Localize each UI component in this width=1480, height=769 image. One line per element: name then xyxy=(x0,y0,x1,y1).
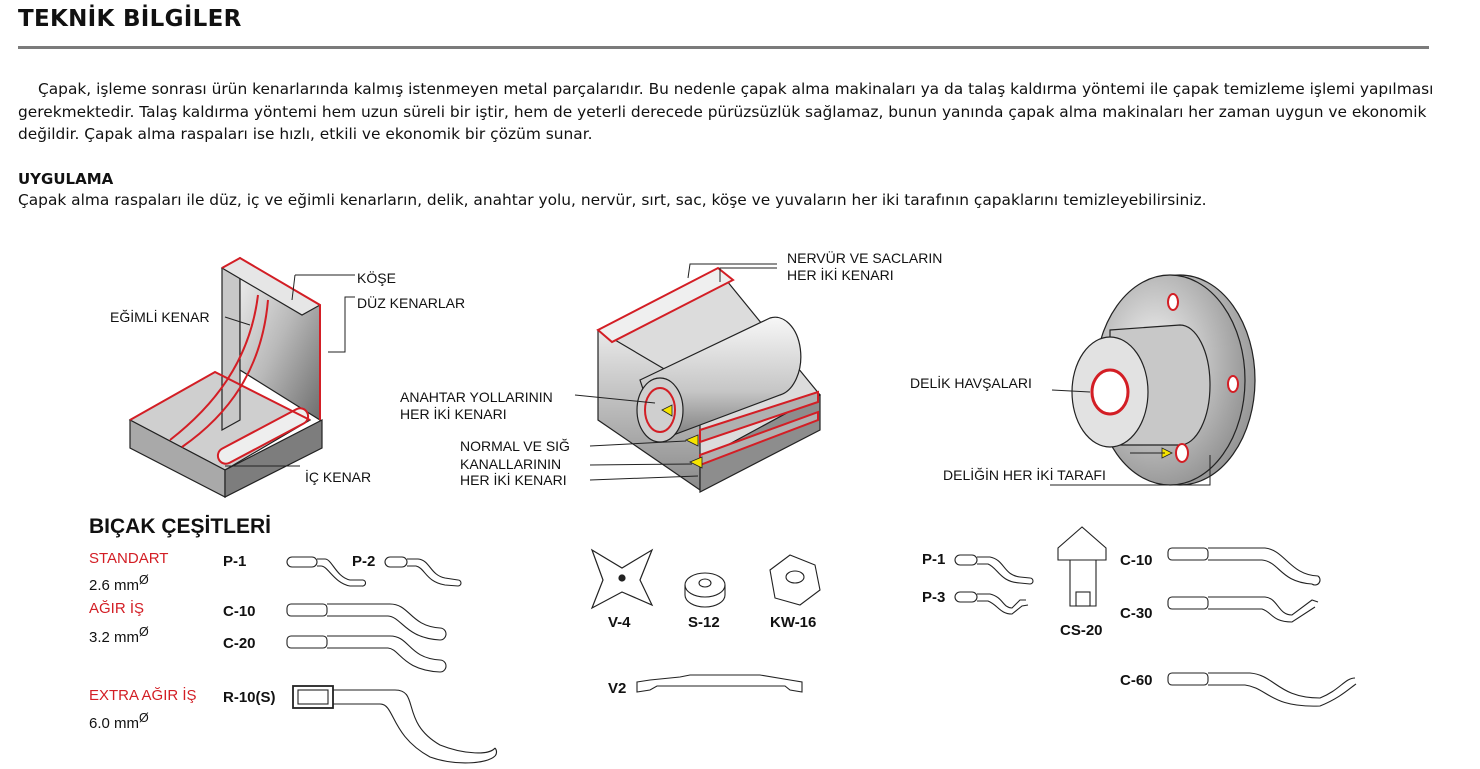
label-kose: KÖŞE xyxy=(357,270,396,286)
code-p2: P-2 xyxy=(352,553,376,570)
label-nervur-2: HER İKİ KENARI xyxy=(787,267,894,283)
label-nervur-1: NERVÜR VE SACLARIN xyxy=(787,250,943,266)
label-normal-1: NORMAL VE SIĞ xyxy=(460,438,570,454)
code-p1b: P-1 xyxy=(922,551,946,568)
angle-bracket-drawing xyxy=(128,256,355,498)
blade-c20-drawing xyxy=(286,635,447,673)
standart-size-value: 2.6 mm xyxy=(89,577,140,594)
label-extra-size: 6.0 mmØ xyxy=(89,710,149,732)
intro-text: Çapak, işleme sonrası ürün kenarlarında … xyxy=(18,80,1434,143)
code-v2: V2 xyxy=(608,680,627,697)
blade-p2-drawing xyxy=(384,556,462,587)
blade-r10s-drawing xyxy=(292,685,498,764)
code-c60: C-60 xyxy=(1120,672,1153,689)
code-c30: C-30 xyxy=(1120,605,1153,622)
code-p1: P-1 xyxy=(223,553,247,570)
page-title: TEKNİK BİLGİLER xyxy=(18,6,242,32)
label-agir-is: AĞIR İŞ xyxy=(89,600,145,617)
application-text: Çapak alma raspaları ile düz, iç ve eğim… xyxy=(18,191,1207,209)
diameter-symbol: Ø xyxy=(139,573,149,587)
label-normal-2: KANALLARININ xyxy=(460,456,562,472)
code-v4: V-4 xyxy=(608,614,631,631)
code-c10: C-10 xyxy=(223,603,256,620)
code-c20: C-20 xyxy=(223,635,256,652)
extra-size-value: 6.0 mm xyxy=(89,715,140,732)
diameter-symbol: Ø xyxy=(139,625,149,639)
flange-drawing xyxy=(1050,274,1256,486)
blade-v4-drawing xyxy=(590,548,654,610)
blade-drawings xyxy=(286,526,1357,764)
blade-kw16-drawing xyxy=(769,554,821,606)
blade-p1b-drawing xyxy=(954,554,1034,585)
code-cs20: CS-20 xyxy=(1060,622,1103,639)
blades-title: BIÇAK ÇEŞİTLERİ xyxy=(89,515,272,538)
label-standart-size: 2.6 mmØ xyxy=(89,572,149,594)
code-c10b: C-10 xyxy=(1120,552,1153,569)
code-s12: S-12 xyxy=(688,614,720,631)
application-heading: UYGULAMA xyxy=(18,170,114,188)
agir-size-value: 3.2 mm xyxy=(89,629,140,646)
blade-p1-drawing xyxy=(286,556,367,587)
label-ic-kenar: İÇ KENAR xyxy=(305,469,372,485)
diameter-symbol: Ø xyxy=(139,711,149,725)
label-duz-kenarlar: DÜZ KENARLAR xyxy=(357,295,466,311)
code-r10s: R-10(S) xyxy=(223,689,276,706)
keyway-block-drawing xyxy=(574,263,821,493)
label-delik-havsalari: DELİK HAVŞALARI xyxy=(910,375,1032,391)
code-p3: P-3 xyxy=(922,589,946,606)
label-standart: STANDART xyxy=(89,550,169,567)
blade-s12-drawing xyxy=(684,572,726,608)
blade-cs20-drawing xyxy=(1057,526,1107,607)
intro-paragraph: Çapak, işleme sonrası ürün kenarlarında … xyxy=(18,78,1438,146)
label-egimli-kenar: EĞİMLİ KENAR xyxy=(110,309,210,325)
label-anahtar-1: ANAHTAR YOLLARININ xyxy=(400,389,553,405)
title-rule xyxy=(18,46,1429,49)
blade-c30-drawing xyxy=(1167,596,1319,623)
label-extra-agir: EXTRA AĞIR İŞ xyxy=(89,687,197,704)
blade-c60-drawing xyxy=(1167,672,1357,707)
blade-p3-drawing xyxy=(954,591,1029,615)
blade-c10-drawing xyxy=(286,603,447,641)
label-agir-size: 3.2 mmØ xyxy=(89,624,149,646)
label-deligin-her-iki: DELİĞİN HER İKİ TARAFI xyxy=(943,467,1106,483)
blade-v2-drawing xyxy=(636,674,803,693)
label-anahtar-2: HER İKİ KENARI xyxy=(400,406,507,422)
blade-c10b-drawing xyxy=(1167,547,1321,586)
label-normal-3: HER İKİ KENARI xyxy=(460,472,567,488)
code-kw16: KW-16 xyxy=(770,614,817,631)
